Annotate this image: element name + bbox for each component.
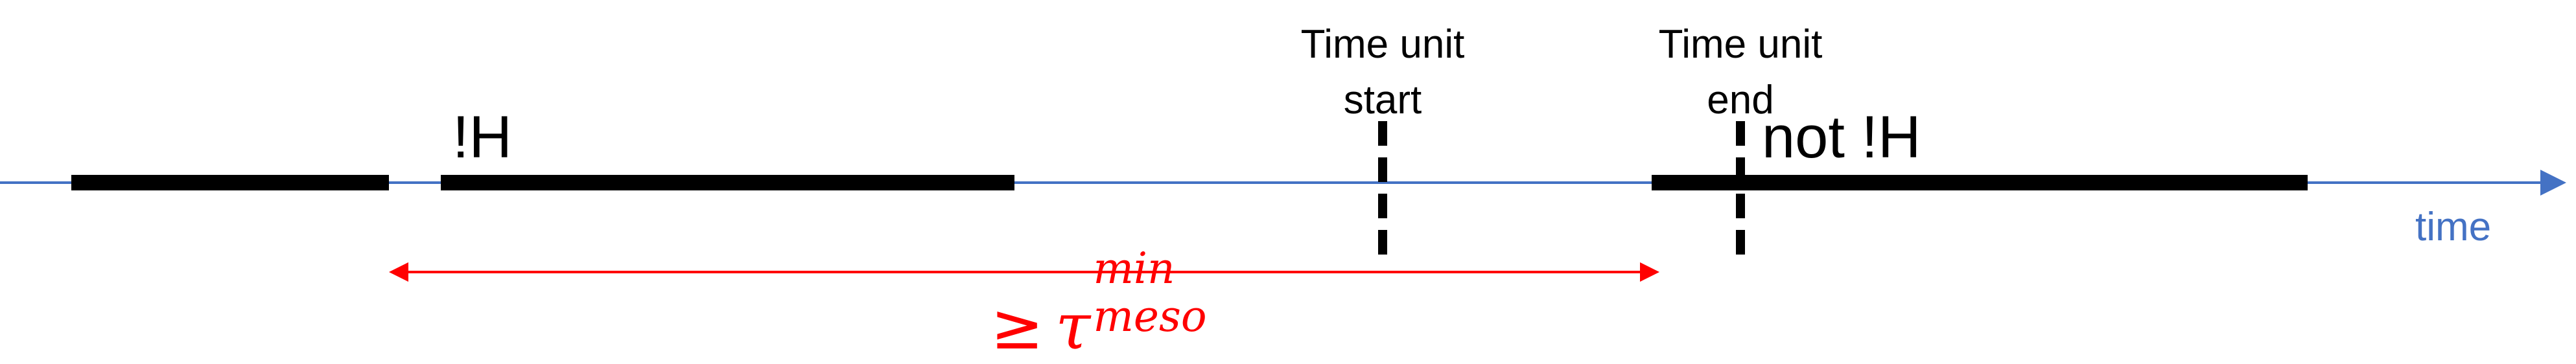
interval-label-tau: τ: [1055, 290, 1091, 364]
interval-label-geq: ≥: [990, 290, 1044, 364]
segment-label-h: !H: [452, 104, 512, 170]
time-unit-start-label-line2: start: [1343, 78, 1422, 122]
time-unit-end-label-line2: end: [1707, 78, 1774, 122]
time-axis-label: time: [2415, 205, 2492, 249]
segment-label-not-h: not !H: [1762, 104, 1921, 170]
timeline-diagram: [0, 121, 2566, 282]
interval-arrow-right-head: [1640, 262, 1659, 282]
time-unit-end-label-line1: Time unit: [1658, 22, 1823, 67]
interval-label-subscript: meso: [1093, 291, 1207, 341]
time-unit-start-label-line1: Time unit: [1300, 22, 1465, 67]
interval-arrow-left-head: [389, 262, 408, 282]
interval-label-superscript: min: [1093, 244, 1175, 293]
